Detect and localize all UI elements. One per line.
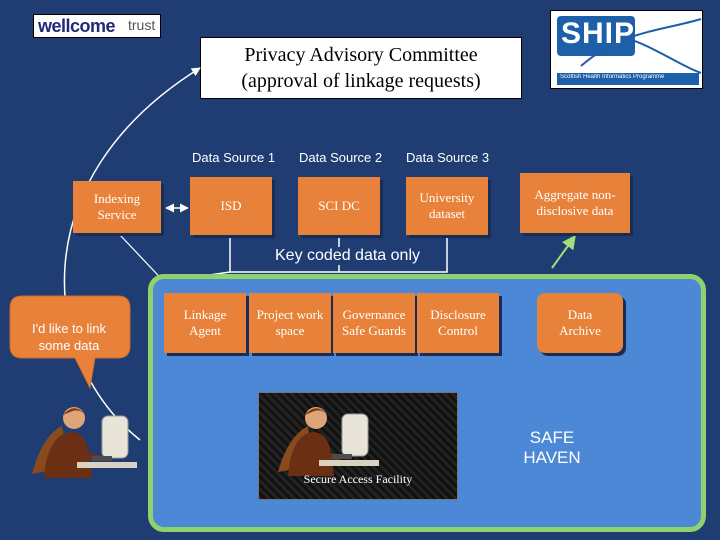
facility-researcher-figure bbox=[278, 407, 379, 476]
ship-logo-subtext: Scottish Health Informatics Programme bbox=[560, 74, 665, 80]
archive-to-aggregate-arrow bbox=[551, 234, 576, 269]
wellcome-logo-text: wellcome bbox=[38, 16, 116, 36]
ship-logo: SHIP Scottish Health Informatics Program… bbox=[550, 10, 703, 89]
safe-haven-label: SAFE HAVEN bbox=[523, 428, 581, 467]
data-archive-box: Data Archive bbox=[537, 293, 623, 353]
privacy-committee-box: Privacy Advisory Committee (approval of … bbox=[200, 37, 522, 99]
linkage-agent-box: Linkage Agent bbox=[164, 293, 246, 353]
key-coded-label: Key coded data only bbox=[273, 247, 422, 265]
sci-dc-box: SCI DC bbox=[298, 177, 380, 235]
data-source-1-label: Data Source 1 bbox=[192, 150, 276, 165]
researcher-figure bbox=[32, 407, 137, 478]
committee-title-line2: (approval of linkage requests) bbox=[241, 70, 481, 92]
disclosure-control-box: Disclosure Control bbox=[417, 293, 499, 353]
isd-box: ISD bbox=[190, 177, 272, 235]
governance-box: Governance Safe Guards bbox=[333, 293, 415, 353]
wellcome-trust-logo: wellcome trust bbox=[33, 14, 161, 38]
data-source-3-label: Data Source 3 bbox=[406, 150, 490, 165]
aggregate-box: Aggregate non-disclosive data bbox=[520, 173, 630, 233]
ship-logo-text: SHIP bbox=[561, 17, 636, 50]
speech-bubble bbox=[9, 295, 131, 390]
committee-title-line1: Privacy Advisory Committee bbox=[244, 44, 478, 66]
ship-logo-graphic bbox=[555, 15, 702, 86]
trust-logo-text: trust bbox=[128, 17, 156, 33]
data-source-2-label: Data Source 2 bbox=[299, 150, 383, 165]
user-to-committee-arrow bbox=[63, 67, 201, 441]
indexing-service-box: Indexing Service bbox=[73, 181, 161, 233]
speech-text: I'd like to link some data bbox=[31, 321, 106, 353]
university-dataset-box: University dataset bbox=[406, 177, 488, 235]
project-work-space-box: Project work space bbox=[249, 293, 331, 353]
secure-access-label: Secure Access Facility bbox=[303, 472, 413, 486]
